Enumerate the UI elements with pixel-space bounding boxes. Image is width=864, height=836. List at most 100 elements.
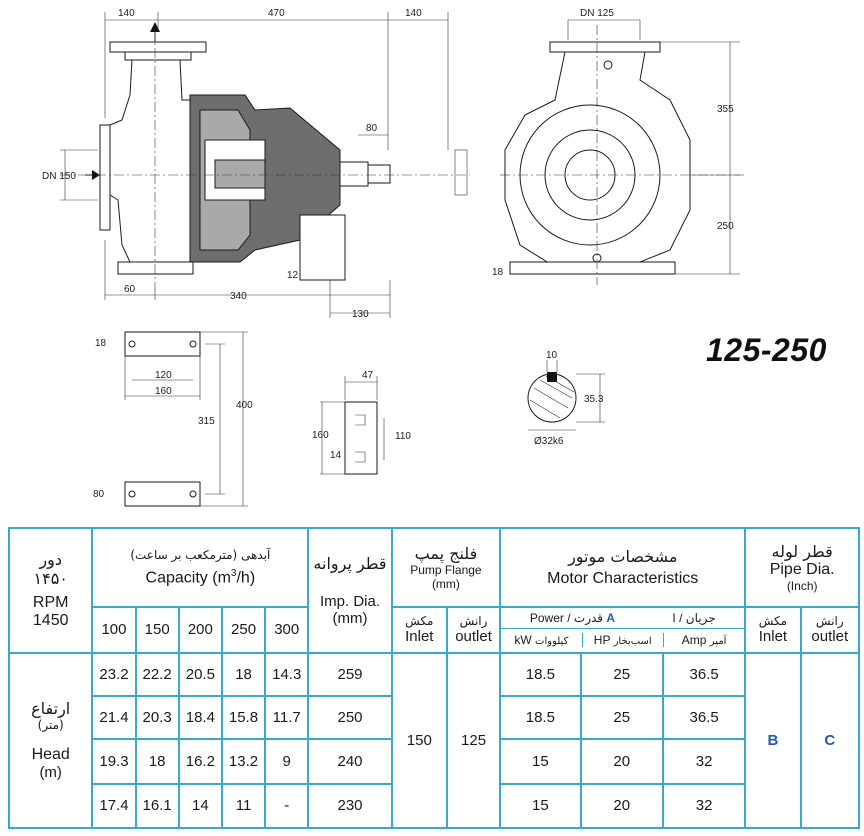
shaft-section: 10 35.3 Ø32k6 [527,350,605,447]
rpm-fa: دور [39,550,62,570]
flange-inlet-value: 150 [390,651,448,830]
amp-value: 36.5 [661,695,747,741]
header-row-1: دور ۱۴۵۰ RPM 1450 آبدهی (مترمکعب بر ساعت… [7,527,860,654]
amp-value: 32 [661,782,747,830]
pump-side-view [60,22,470,290]
impeller-label: Imp. Dia. [319,592,380,610]
hp-value: 25 [579,695,664,741]
flange-inlet-header: مکش Inlet [390,605,448,654]
dim-110: 110 [395,431,411,442]
dim-140-right: 140 [405,8,422,19]
dn-inlet-label: DN 150 [42,171,76,182]
dim-315: 315 [198,416,215,427]
impeller-value: 240 [307,738,393,785]
capacity-col-100: 100 [91,605,137,654]
flange-label: Pump Flange [410,562,482,577]
hp-value: 20 [579,782,664,830]
pipe-header: قطر لوله Pipe Dia. (Inch) [744,527,860,608]
amp-value: 36.5 [661,651,747,698]
capacity-col-200: 200 [177,605,223,654]
head-value: 14 [177,782,223,830]
dim-130: 130 [352,309,369,320]
header-row-2: 100 150 200 250 300 مکش Inlet رانش outle… [9,605,861,654]
amp-value: 32 [661,738,747,785]
head-value: 20.5 [177,651,223,698]
dim-60: 60 [124,284,136,295]
pipe-unit: (Inch) [786,578,818,593]
dim-355: 355 [717,104,734,115]
rpm-value: 1450 [32,612,69,630]
head-value: 21.4 [91,695,137,741]
motor-header: مشخصات موتور Motor Characteristics [499,527,747,608]
dim-80: 80 [366,123,378,134]
head-value: 14.3 [264,651,310,698]
dim-160-foot: 160 [155,386,172,397]
head-value: 19.3 [91,738,137,785]
pump-front-view: DN 125 355 250 18 [492,8,745,285]
table-row: ارتفاع (متر) Head (m) 23.2 22.2 20.5 18 … [7,651,861,830]
capacity-col-150: 150 [134,605,180,654]
model-title: 125-250 [706,332,827,368]
dim-470: 470 [268,8,285,19]
dim-160-plate: 160 [312,430,329,441]
dim-400: 400 [236,400,253,411]
head-value: 16.1 [134,782,180,830]
flange-unit: (mm) [431,576,460,591]
head-value: 13.2 [220,738,267,785]
dim-250: 250 [717,221,734,232]
current-label: I / جریان [672,611,716,626]
rpm-header-cell: دور ۱۴۵۰ RPM 1450 [7,527,94,654]
dim-18-foot: 18 [95,338,107,349]
pipe-outlet-value: C [799,651,861,830]
head-header-cell: ارتفاع (متر) Head (m) [7,651,94,830]
amp-label: Amp آمپر [681,633,727,648]
pipe-fa: قطر لوله [771,541,833,561]
dim-340: 340 [230,291,247,302]
impeller-value: 230 [307,782,393,830]
plate-detail: 47 160 110 14 [312,370,411,475]
dim-18-front: 18 [492,267,504,278]
hp-label: HP اسب‌بخار [583,633,664,648]
table-row: 19.3 18 16.2 13.2 9 240 15 20 32 [9,738,859,785]
head-value: 18 [134,738,180,785]
head-value: 11 [220,782,267,830]
flange-outlet-value: 125 [445,651,502,830]
top-dimensions: 140 470 140 [104,8,449,150]
pipe-outlet-header: رانش outlet [799,605,861,654]
dim-12: 12 [287,270,299,281]
motor-fa: مشخصات موتور [568,546,678,566]
capacity-fa: آبدهی (مترمکعب بر ساعت) [130,547,271,562]
flange-outlet-header: رانش outlet [445,605,502,654]
kw-value: 18.5 [499,651,582,698]
dim-80-foot: 80 [93,489,105,500]
capacity-col-300: 300 [264,605,310,654]
rpm-fa-value: ۱۴۵۰ [33,569,68,589]
pipe-inlet-value: B [744,651,802,830]
capacity-col-250: 250 [220,605,267,654]
impeller-unit: (mm) [332,609,368,627]
power-label: Power / قدرت A [529,611,616,626]
foot-detail: 18 120 160 315 400 80 [93,331,253,507]
dim-14: 14 [330,450,342,461]
hp-value: 25 [579,651,664,698]
bottom-dimensions: 60 340 130 [104,240,391,320]
head-value: 16.2 [177,738,223,785]
hp-value: 20 [579,738,664,785]
impeller-header: قطر پروانه Imp. Dia. (mm) [307,527,393,654]
head-value: 17.4 [91,782,137,830]
dim-35-3: 35.3 [584,394,604,405]
dim-140-left: 140 [118,8,135,19]
impeller-value: 259 [307,651,393,698]
motor-label: Motor Characteristics [547,569,699,587]
dim-120: 120 [155,370,172,381]
flange-header: فلنج پمپ Pump Flange (mm) [390,527,502,608]
head-value: 20.3 [134,695,180,741]
head-value: - [264,782,310,830]
head-value: 18 [220,651,267,698]
kw-value: 15 [499,738,582,785]
dn-outlet-label: DN 125 [580,8,614,19]
head-value: 15.8 [220,695,267,741]
technical-drawing: 140 470 140 DN 150 80 [42,8,745,507]
pipe-label: Pipe Dia. [769,560,835,578]
motor-subheader: Power / قدرت A I / جریان kW کیلووات HP ا… [499,605,747,654]
